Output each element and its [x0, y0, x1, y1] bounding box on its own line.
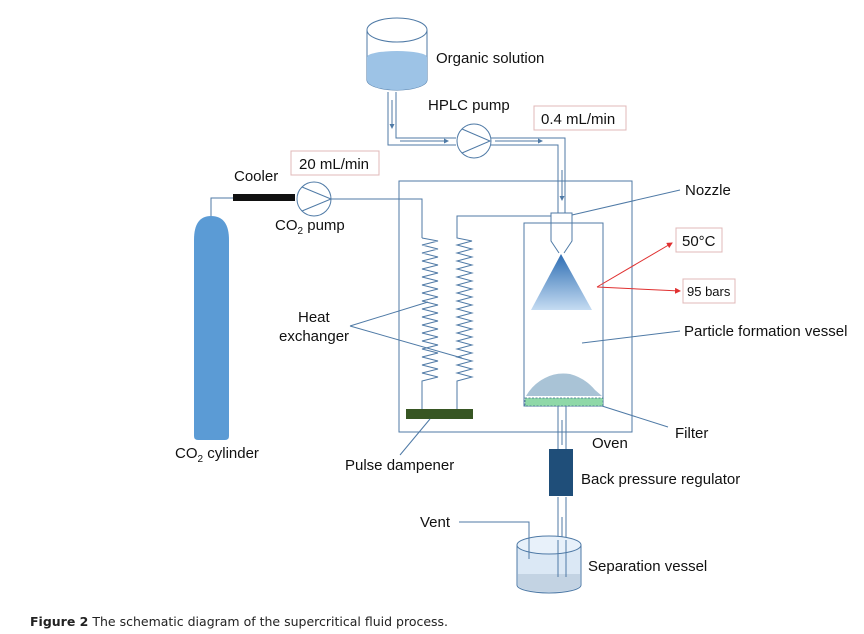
figure-label: Figure 2 — [30, 614, 89, 629]
cooler-label: Cooler — [234, 168, 278, 185]
heat-exchanger-pointers — [349, 301, 463, 359]
heat-exchanger-label-2: exchanger — [279, 328, 349, 345]
particle-vessel-pointer — [581, 330, 681, 344]
nozzle-label: Nozzle — [685, 182, 731, 199]
vent-label: Vent — [420, 514, 451, 531]
hplc-rate-label: 0.4 mL/min — [541, 111, 615, 128]
hplc-pump-label: HPLC pump — [428, 97, 510, 114]
pressure-box — [682, 278, 736, 304]
filter-pointer — [601, 405, 669, 428]
particle-vessel-label: Particle formation vessel — [684, 323, 847, 340]
temperature-label: 50°C — [682, 233, 716, 250]
bpr-label: Back pressure regulator — [581, 471, 740, 488]
pulse-dampener-bar — [406, 409, 473, 419]
oven-label: Oven — [592, 435, 628, 452]
hplc-inlet-pipe — [387, 92, 456, 146]
pulse-dampener-label: Pulse dampener — [345, 457, 454, 474]
figure-caption-text: The schematic diagram of the supercritic… — [88, 614, 449, 629]
organic-solution-reservoir — [366, 17, 428, 91]
hplc-pump-icon — [456, 123, 492, 159]
back-pressure-regulator — [549, 449, 573, 496]
temperature-box — [675, 227, 723, 253]
particle-pile — [526, 373, 602, 396]
organic-solution-label: Organic solution — [436, 50, 544, 67]
co2-cylinder-label: CO2 cylinder — [175, 445, 259, 465]
co2-pump-label: CO2 pump — [275, 217, 345, 237]
filter-plate — [524, 397, 604, 407]
co2-rate-label: 20 mL/min — [299, 156, 369, 173]
filter-label: Filter — [675, 425, 708, 442]
co2-rate-box — [290, 150, 380, 176]
pulse-dampener-pointer — [399, 418, 431, 456]
pressure-label: 95 bars — [687, 284, 731, 299]
separation-vessel — [516, 535, 582, 594]
heat-exchanger-label-1: Heat — [298, 309, 331, 326]
hplc-outlet-pipe — [491, 137, 566, 213]
nozzle-pointer — [571, 189, 681, 216]
conditions-pointers — [596, 242, 681, 294]
co2-cylinder — [194, 197, 233, 440]
oven-box — [398, 180, 633, 433]
spray-cone — [531, 254, 592, 310]
figure-caption: Figure 2 The schematic diagram of the su… — [30, 614, 448, 629]
cooler-bar — [233, 194, 295, 201]
separation-vessel-label: Separation vessel — [588, 558, 707, 575]
nozzle — [550, 212, 573, 254]
co2-pump-icon — [296, 181, 333, 217]
hplc-rate-box — [533, 105, 627, 131]
vent-line — [459, 521, 530, 559]
co2-line — [331, 198, 552, 410]
